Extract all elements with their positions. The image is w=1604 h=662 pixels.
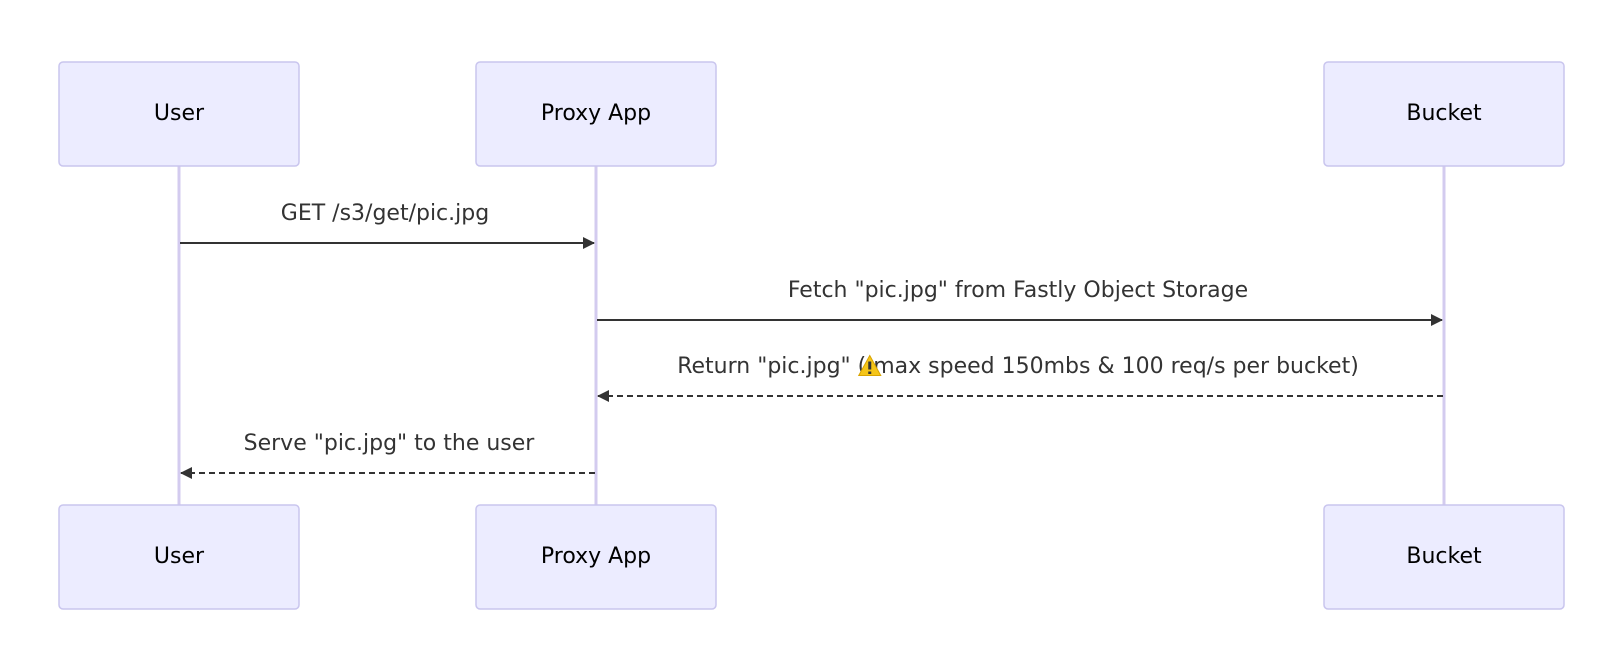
- actor-user-top: User: [58, 61, 300, 167]
- actor-user-bottom: User: [58, 504, 300, 610]
- message-label-before: Return "pic.jpg" (: [677, 354, 866, 379]
- warning-icon: [857, 354, 882, 376]
- actor-label: User: [154, 101, 205, 126]
- actor-bucket-bottom: Bucket: [1323, 504, 1565, 610]
- message-label: Return "pic.jpg" ( max speed 150mbs & 10…: [677, 354, 1359, 379]
- message-serve-user: Serve "pic.jpg" to the user: [180, 431, 595, 479]
- message-get-request: GET /s3/get/pic.jpg: [180, 201, 595, 249]
- actor-label: Proxy App: [541, 101, 651, 126]
- actor-proxy-app-bottom: Proxy App: [475, 504, 717, 610]
- message-label: Fetch "pic.jpg" from Fastly Object Stora…: [788, 278, 1248, 303]
- actor-label: Bucket: [1406, 101, 1482, 126]
- actor-label: Bucket: [1406, 544, 1482, 569]
- actor-label: User: [154, 544, 205, 569]
- actor-proxy-app-top: Proxy App: [475, 61, 717, 167]
- actor-bucket-top: Bucket: [1323, 61, 1565, 167]
- message-label: Serve "pic.jpg" to the user: [244, 431, 536, 456]
- message-return-object: Return "pic.jpg" ( max speed 150mbs & 10…: [597, 354, 1443, 402]
- message-label-after: max speed 150mbs & 100 req/s per bucket): [873, 354, 1359, 379]
- message-fetch-object: Fetch "pic.jpg" from Fastly Object Stora…: [597, 278, 1443, 326]
- actor-label: Proxy App: [541, 544, 651, 569]
- message-label: GET /s3/get/pic.jpg: [281, 201, 489, 226]
